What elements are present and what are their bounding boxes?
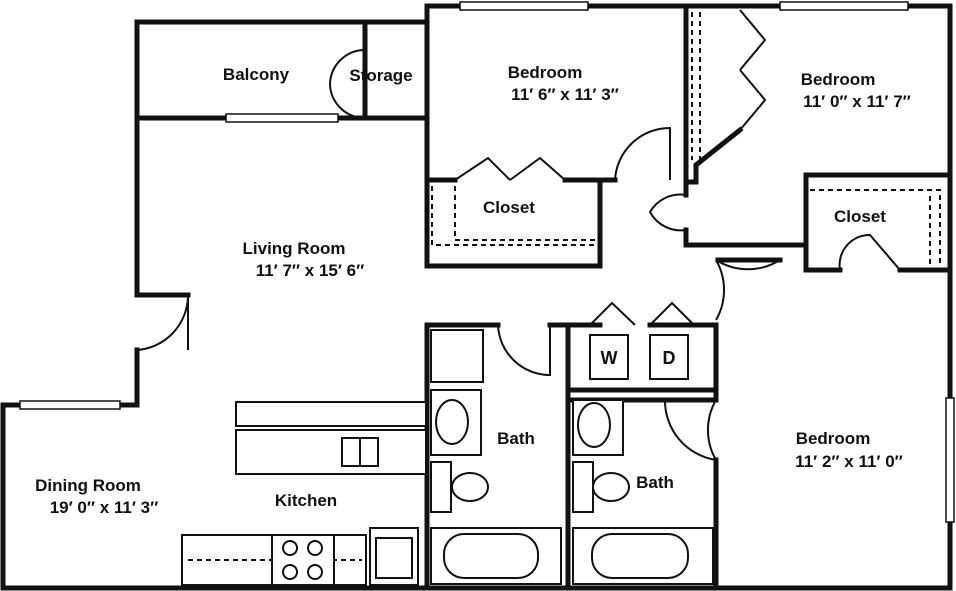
bedroom-bottom-right-size: 11′ 2″ x 11′ 0″ — [795, 452, 903, 471]
dryer — [649, 334, 689, 380]
living-room-size: 11′ 7″ x 15′ 6″ — [256, 261, 365, 280]
washer — [589, 334, 629, 380]
kitchen-fixtures — [181, 437, 419, 586]
room-labels: Balcony Storage Bedroom 11′ 6″ x 11′ 3″ … — [35, 63, 911, 517]
balcony-label: Balcony — [223, 65, 290, 84]
storage-label: Storage — [349, 66, 412, 85]
bedroom-top-right-size: 11′ 0″ x 11′ 7″ — [803, 92, 911, 111]
bedroom-top-left-size: 11′ 6″ x 11′ 3″ — [511, 85, 619, 104]
dining-room-label: Dining Room — [35, 476, 141, 495]
doors — [136, 9, 901, 461]
closet-shelves — [431, 12, 941, 265]
bedroom-top-right-label: Bedroom — [801, 70, 876, 89]
closet-left-label: Closet — [483, 198, 535, 217]
dryer-label: D — [663, 348, 676, 368]
living-room-label: Living Room — [243, 239, 346, 258]
closet-right-label: Closet — [834, 207, 886, 226]
windows — [19, 1, 955, 523]
bedroom-top-left-label: Bedroom — [508, 63, 583, 82]
bath-fixtures — [430, 329, 714, 585]
walls — [0, 3, 953, 591]
bath-left-label: Bath — [497, 429, 535, 448]
dining-room-size: 19′ 0″ x 11′ 3″ — [50, 498, 159, 517]
bath-right-label: Bath — [636, 473, 674, 492]
kitchen-label: Kitchen — [275, 491, 337, 510]
washer-label: W — [601, 348, 618, 368]
bedroom-bottom-right-label: Bedroom — [796, 429, 871, 448]
laundry: W D — [589, 334, 689, 380]
